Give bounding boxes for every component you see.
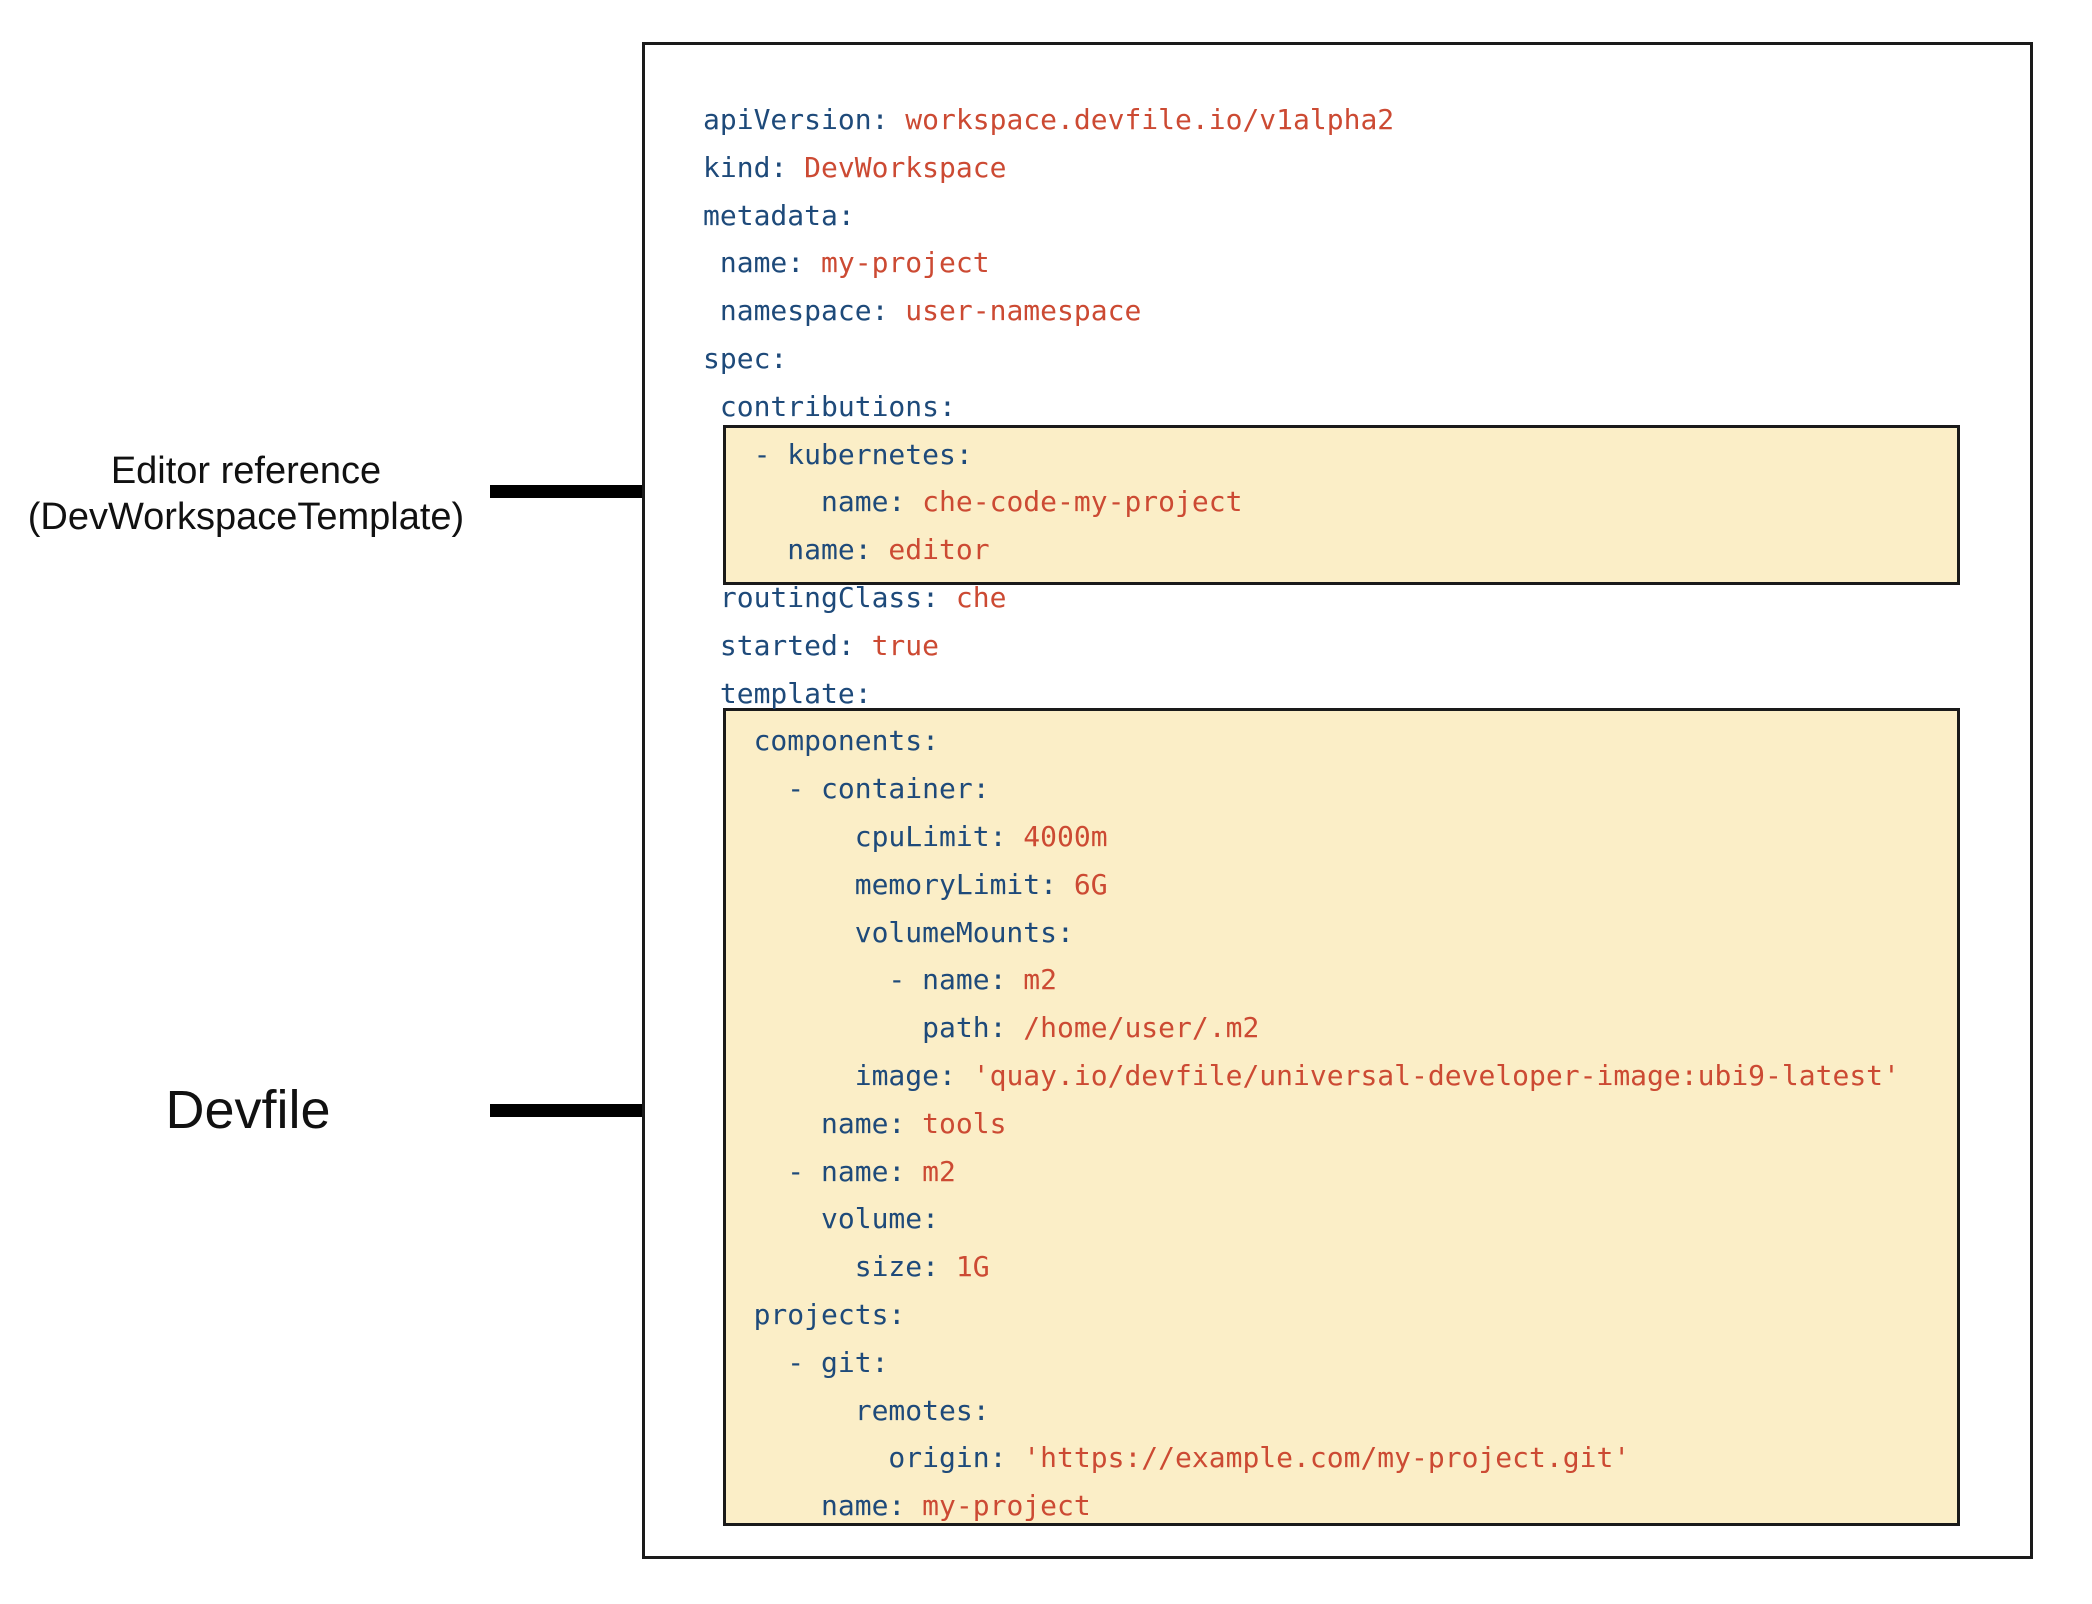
yaml-value: 4000m: [1006, 819, 1108, 853]
yaml-line: path: /home/user/.m2: [703, 1004, 1900, 1052]
yaml-key: projects:: [703, 1297, 906, 1331]
yaml-key: routingClass:: [703, 580, 940, 614]
yaml-value: m2: [905, 1154, 956, 1188]
yaml-value: editor: [871, 533, 990, 567]
yaml-key: template:: [703, 676, 872, 710]
yaml-line: namespace: user-namespace: [703, 287, 1900, 335]
yaml-line: size: 1G: [703, 1243, 1900, 1291]
yaml-key: name:: [703, 1489, 906, 1523]
yaml-line: contributions:: [703, 383, 1900, 431]
yaml-key: components:: [703, 724, 940, 758]
yaml-key: kind:: [703, 150, 788, 184]
yaml-line: image: 'quay.io/devfile/universal-develo…: [703, 1052, 1900, 1100]
yaml-line: routingClass: che: [703, 574, 1900, 622]
arrow-shaft: [490, 485, 670, 498]
editor-reference-label: Editor reference (DevWorkspaceTemplate): [16, 448, 476, 540]
yaml-key: path:: [703, 1011, 1007, 1045]
yaml-value: my-project: [804, 246, 990, 280]
yaml-key: - kubernetes:: [703, 437, 973, 471]
yaml-key: - name:: [703, 1154, 906, 1188]
yaml-value: che-code-my-project: [905, 485, 1243, 519]
yaml-value: user-namespace: [888, 294, 1142, 328]
devfile-label-text: Devfile: [165, 1080, 331, 1140]
yaml-value: 1G: [939, 1250, 990, 1284]
yaml-line: memoryLimit: 6G: [703, 861, 1900, 909]
yaml-value: 'quay.io/devfile/universal-developer-ima…: [955, 1058, 1900, 1092]
yaml-line: started: true: [703, 622, 1900, 670]
yaml-value: m2: [1006, 963, 1058, 997]
yaml-value: my-project: [905, 1489, 1091, 1523]
yaml-key: apiVersion:: [703, 103, 889, 136]
yaml-key: namespace:: [703, 294, 889, 328]
yaml-line: name: editor: [703, 526, 1900, 574]
yaml-line: spec:: [703, 335, 1900, 383]
yaml-key: name:: [703, 533, 872, 567]
yaml-line: volume:: [703, 1195, 1900, 1243]
yaml-key: - git:: [703, 1345, 889, 1379]
yaml-line: cpuLimit: 4000m: [703, 813, 1900, 861]
yaml-line: - name: m2: [703, 956, 1900, 1004]
yaml-key: origin:: [703, 1441, 1007, 1475]
editor-reference-label-line2: (DevWorkspaceTemplate): [27, 496, 465, 538]
yaml-line: projects:: [703, 1291, 1900, 1339]
yaml-line: template:: [703, 670, 1900, 718]
devfile-label: Devfile: [98, 1080, 398, 1140]
yaml-value: 'https://example.com/my-project.git': [1006, 1441, 1631, 1475]
code-panel: apiVersion: workspace.devfile.io/v1alpha…: [642, 42, 2033, 1559]
yaml-line: name: tools: [703, 1100, 1900, 1148]
yaml-key: size:: [703, 1250, 940, 1284]
yaml-key: spec:: [703, 341, 788, 375]
yaml-value: workspace.devfile.io/v1alpha2: [888, 103, 1395, 136]
yaml-value: /home/user/.m2: [1006, 1011, 1260, 1045]
yaml-key: - name:: [703, 963, 1007, 997]
yaml-line: - name: m2: [703, 1148, 1900, 1196]
devfile-highlight-box: [723, 708, 1960, 1526]
yaml-value: true: [854, 628, 940, 662]
yaml-key: volumeMounts:: [703, 915, 1074, 949]
yaml-key: name:: [703, 246, 805, 280]
yaml-value: 6G: [1057, 867, 1108, 901]
yaml-line: kind: DevWorkspace: [703, 144, 1900, 192]
yaml-line: name: my-project: [703, 239, 1900, 287]
arrow-shaft: [490, 1104, 670, 1117]
yaml-line: origin: 'https://example.com/my-project.…: [703, 1434, 1900, 1482]
yaml-key: started:: [703, 628, 855, 662]
editor-reference-label-line1: Editor reference: [110, 450, 382, 492]
yaml-line: apiVersion: workspace.devfile.io/v1alpha…: [703, 96, 1900, 144]
yaml-key: - container:: [703, 772, 990, 806]
yaml-line: volumeMounts:: [703, 909, 1900, 957]
yaml-key: cpuLimit:: [703, 819, 1007, 853]
yaml-line: name: my-project: [703, 1482, 1900, 1530]
yaml-key: metadata:: [703, 198, 855, 232]
yaml-line: remotes:: [703, 1387, 1900, 1435]
yaml-line: name: che-code-my-project: [703, 478, 1900, 526]
yaml-line: - container:: [703, 765, 1900, 813]
yaml-line: components:: [703, 717, 1900, 765]
yaml-line: - git:: [703, 1339, 1900, 1387]
yaml-key: volume:: [703, 1202, 940, 1236]
yaml-key: name:: [703, 485, 906, 519]
yaml-line: - kubernetes:: [703, 431, 1900, 479]
yaml-key: name:: [703, 1106, 906, 1140]
yaml-line: metadata:: [703, 192, 1900, 240]
yaml-key: memoryLimit:: [703, 867, 1058, 901]
yaml-key: contributions:: [703, 389, 956, 423]
yaml-code: apiVersion: workspace.devfile.io/v1alpha…: [703, 96, 1900, 1530]
yaml-value: tools: [905, 1106, 1007, 1140]
yaml-key: remotes:: [703, 1393, 990, 1427]
yaml-key: image:: [703, 1058, 956, 1092]
yaml-value: DevWorkspace: [787, 150, 1007, 184]
editor-reference-highlight-box: [723, 425, 1960, 585]
yaml-value: che: [939, 580, 1007, 614]
